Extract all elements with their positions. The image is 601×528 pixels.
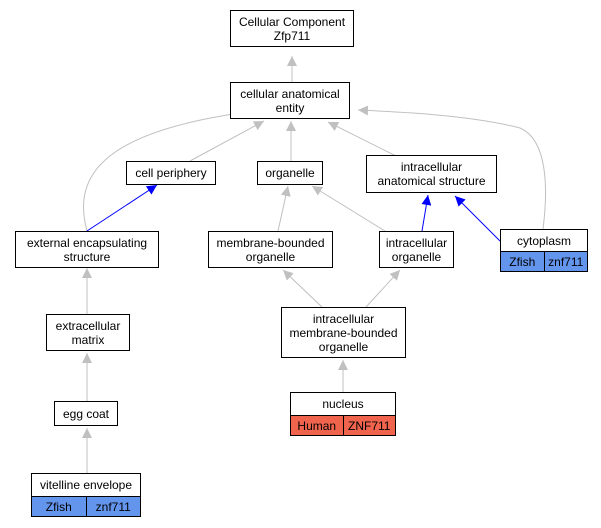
node-cytoplasm-label: cytoplasm <box>501 230 587 252</box>
edge-membrane-organelle-to-organelle <box>277 185 291 232</box>
gene-tag: znf711 <box>543 252 587 271</box>
node-membrane-bounded-organelle[interactable]: membrane-bounded organelle <box>208 231 333 268</box>
node-external-encapsulating-structure[interactable]: external encapsulating structure <box>15 231 159 268</box>
node-extracellular-matrix-label: extracellular matrix <box>55 318 121 347</box>
node-cell-periphery-label: cell periphery <box>135 166 207 180</box>
node-vitelline-envelope[interactable]: vitelline envelope Zfish znf711 <box>31 473 141 517</box>
node-intracellular-organelle[interactable]: intracellular organelle <box>379 231 454 268</box>
cytoplasm-tag-row: Zfish znf711 <box>501 252 587 271</box>
node-root-label: Cellular Component Zfp711 <box>238 14 346 43</box>
edge-cytoplasm-to-entity <box>357 105 547 230</box>
edge-intracellular-organelle-to-organelle <box>311 185 386 232</box>
edge-imb-organelle-to-membrane-organelle <box>282 269 323 308</box>
species-tag: Zfish <box>32 497 86 516</box>
node-cytoplasm[interactable]: cytoplasm Zfish znf711 <box>500 229 588 272</box>
node-external-encapsulating-structure-label: external encapsulating structure <box>26 235 148 264</box>
edge-intracellular-structure-to-entity <box>327 121 399 158</box>
node-cell-periphery[interactable]: cell periphery <box>126 161 216 185</box>
node-intracellular-membrane-bounded-organelle[interactable]: intracellular membrane-bounded organelle <box>281 307 406 358</box>
node-extracellular-matrix[interactable]: extracellular matrix <box>46 314 130 351</box>
node-intracellular-anatomical-structure[interactable]: intracellular anatomical structure <box>366 155 497 193</box>
node-membrane-bounded-organelle-label: membrane-bounded organelle <box>216 235 325 264</box>
node-organelle[interactable]: organelle <box>257 161 323 185</box>
gene-tag: ZNF711 <box>342 416 395 435</box>
edge-external-structure-to-entity <box>83 108 248 232</box>
node-organelle-label: organelle <box>265 166 315 180</box>
edge-cell-periphery-to-entity <box>189 120 265 162</box>
edge-cytoplasm-to-intracellular-structure <box>454 195 501 242</box>
node-vitelline-envelope-label: vitelline envelope <box>32 474 140 497</box>
node-intracellular-membrane-bounded-organelle-label: intracellular membrane-bounded organelle <box>289 311 398 354</box>
edge-external-structure-to-cell-periphery <box>86 184 158 232</box>
edge-intracellular-organelle-to-intracellular-structure <box>421 194 432 232</box>
node-intracellular-organelle-label: intracellular organelle <box>385 235 448 264</box>
node-cellular-anatomical-entity[interactable]: cellular anatomical entity <box>230 82 350 119</box>
node-nucleus-label: nucleus <box>291 393 395 416</box>
node-root[interactable]: Cellular Component Zfp711 <box>230 10 354 47</box>
edge-imb-organelle-to-intracellular-organelle <box>365 269 401 308</box>
nucleus-tag-row: Human ZNF711 <box>291 416 395 435</box>
node-egg-coat-label: egg coat <box>62 406 110 421</box>
vitelline-tag-row: Zfish znf711 <box>32 497 140 516</box>
node-egg-coat[interactable]: egg coat <box>54 401 118 426</box>
species-tag: Human <box>291 416 343 435</box>
species-tag: Zfish <box>501 252 544 271</box>
gene-tag: znf711 <box>85 497 140 516</box>
node-intracellular-anatomical-structure-label: intracellular anatomical structure <box>377 160 486 188</box>
node-cellular-anatomical-entity-label: cellular anatomical entity <box>240 86 340 115</box>
node-nucleus[interactable]: nucleus Human ZNF711 <box>290 392 396 436</box>
